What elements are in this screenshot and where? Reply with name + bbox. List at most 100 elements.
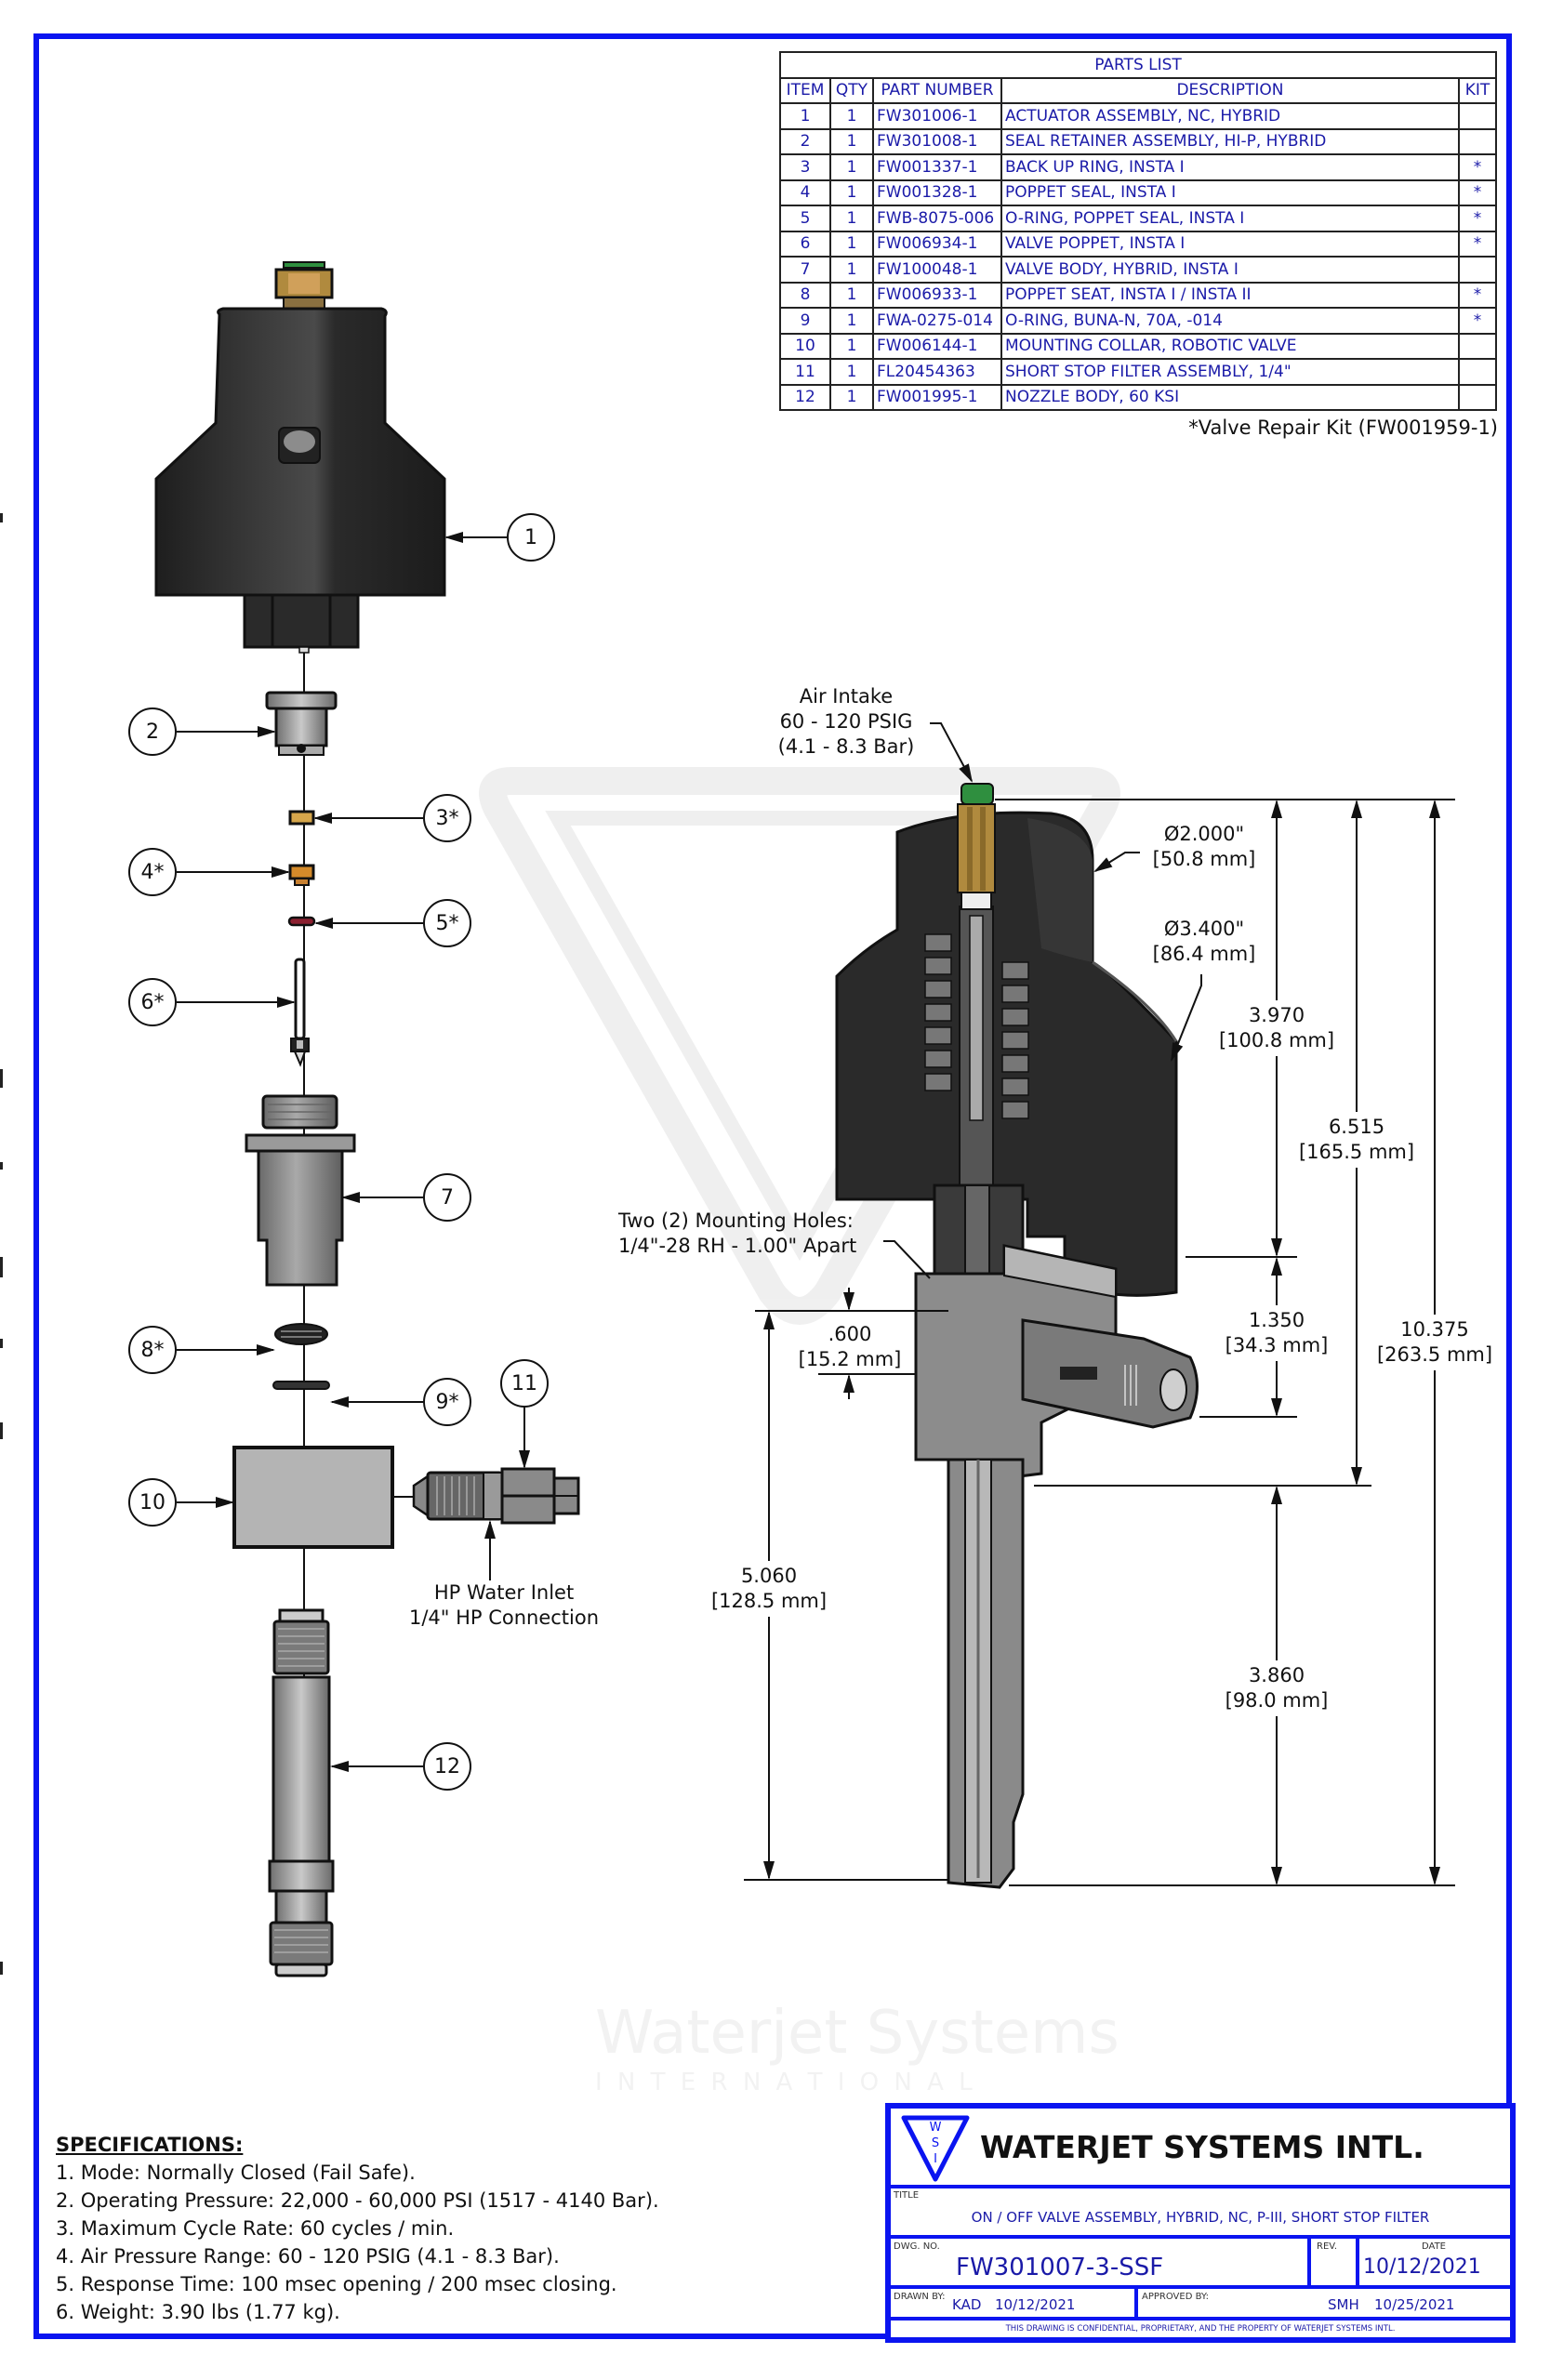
part-1-actuator	[154, 261, 446, 654]
dia-small-leader	[1093, 852, 1140, 873]
spec-item: 3. Maximum Cycle Rate: 60 cycles / min.	[56, 2217, 455, 2240]
air-intake-leader	[930, 722, 973, 783]
confidential-notice: THIS DRAWING IS CONFIDENTIAL, PROPRIETAR…	[1005, 2324, 1396, 2334]
cell-part-number: FW100048-1	[872, 256, 1002, 284]
cell-qty: 1	[829, 383, 874, 411]
cell-item: 4	[779, 178, 831, 206]
cell-part-number: FWB-8075-006	[872, 205, 1002, 232]
cell-kit	[1457, 256, 1498, 284]
spec-item: 2. Operating Pressure: 22,000 - 60,000 P…	[56, 2189, 659, 2212]
cell-qty: 1	[829, 230, 874, 258]
dwg-number: FW301007-3-SSF	[956, 2254, 1164, 2281]
cell-item: 11	[779, 358, 831, 386]
part-10-mounting-collar	[232, 1446, 394, 1549]
dim-600: .600[15.2 mm]	[798, 1323, 902, 1370]
sheet-edge-mark	[0, 1422, 3, 1439]
cell-qty: 1	[829, 205, 874, 232]
part-2-seal-retainer	[265, 691, 338, 756]
drawn-by: KAD	[952, 2296, 982, 2313]
cell-description: O-RING, BUNA-N, 70A, -014	[1000, 307, 1460, 335]
dwg-row: DWG. NO. FW301007-3-SSF REV. DATE 10/12/…	[891, 2239, 1510, 2289]
sheet-edge-mark	[0, 1069, 3, 1088]
sheet-edge-mark	[0, 513, 3, 522]
mounting-holes-callout: Two (2) Mounting Holes: 1/4"-28 RH - 1.0…	[618, 1210, 857, 1257]
cell-item: 6	[779, 230, 831, 258]
title-block: W S I WATERJET SYSTEMS INTL. TITLE ON / …	[885, 2103, 1516, 2343]
sheet-edge-mark	[0, 1339, 3, 1348]
cell-part-number: FW301006-1	[872, 102, 1002, 130]
cell-kit	[1457, 102, 1498, 130]
watermark-subtext: I N T E R N A T I O N A L	[595, 2069, 976, 2096]
cell-part-number: FW006144-1	[872, 332, 1002, 360]
col-kit: KIT	[1457, 76, 1498, 104]
col-qty: QTY	[829, 76, 874, 104]
cell-kit	[1457, 127, 1498, 155]
balloon-3: 3*	[423, 794, 471, 842]
specifications: SPECIFICATIONS: 1. Mode: Normally Closed…	[56, 2131, 855, 2326]
spec-item: 1. Mode: Normally Closed (Fail Safe).	[56, 2162, 416, 2184]
spec-item: 5. Response Time: 100 msec opening / 200…	[56, 2273, 617, 2295]
cell-description: MOUNTING COLLAR, ROBOTIC VALVE	[1000, 332, 1460, 360]
cell-item: 7	[779, 256, 831, 284]
cell-description: SEAL RETAINER ASSEMBLY, HI-P, HYBRID	[1000, 127, 1460, 155]
dim-dia-large: Ø3.400"[86.4 mm]	[1152, 918, 1256, 965]
section-view-assembly	[835, 783, 1199, 1889]
cell-qty: 1	[829, 102, 874, 130]
part-7-valve-body	[245, 1094, 356, 1287]
dim-3970: 3.970[100.8 mm]	[1218, 1004, 1335, 1051]
cell-qty: 1	[829, 358, 874, 386]
balloon-10: 10	[128, 1478, 177, 1527]
cell-part-number: FW301008-1	[872, 127, 1002, 155]
cell-kit: *	[1457, 281, 1498, 309]
part-8-poppet-seat	[274, 1323, 328, 1345]
mounting-holes-leader	[883, 1240, 931, 1279]
company-logo	[901, 2115, 970, 2182]
watermark-text: Waterjet Systems	[595, 1999, 1119, 2068]
company-name: WATERJET SYSTEMS INTL.	[980, 2129, 1424, 2165]
dia-large-leader	[1171, 974, 1202, 1062]
balloon-5: 5*	[423, 899, 471, 947]
cell-qty: 1	[829, 127, 874, 155]
cell-kit	[1457, 383, 1498, 411]
cell-kit: *	[1457, 178, 1498, 206]
title-label: TITLE	[894, 2190, 920, 2201]
cell-qty: 1	[829, 178, 874, 206]
cell-description: NOZZLE BODY, 60 KSI	[1000, 383, 1460, 411]
leader-lines	[177, 532, 530, 1772]
cell-part-number: FW006933-1	[872, 281, 1002, 309]
cell-item: 8	[779, 281, 831, 309]
sheet-edge-mark	[0, 1962, 3, 1975]
cell-part-number: FW006934-1	[872, 230, 1002, 258]
dimension-lines	[744, 799, 1455, 1886]
balloon-6: 6*	[128, 978, 177, 1026]
part-9-oring	[272, 1381, 330, 1390]
cell-part-number: FL20454363	[872, 358, 1002, 386]
part-5-oring	[287, 916, 316, 927]
cell-description: O-RING, POPPET SEAL, INSTA I	[1000, 205, 1460, 232]
sheet-edge-mark	[0, 1257, 3, 1277]
specifications-heading: SPECIFICATIONS:	[56, 2134, 244, 2156]
title-block-header: W S I WATERJET SYSTEMS INTL.	[891, 2109, 1510, 2188]
sheet-edge-mark	[0, 1162, 3, 1170]
cell-qty: 1	[829, 307, 874, 335]
cell-qty: 1	[829, 281, 874, 309]
part-3-backup-ring	[288, 810, 315, 826]
balloon-9: 9*	[423, 1378, 471, 1426]
divider	[1134, 2289, 1138, 2317]
cell-item: 10	[779, 332, 831, 360]
cell-description: BACK UP RING, INSTA I	[1000, 153, 1460, 181]
dim-5060: 5.060[128.5 mm]	[710, 1565, 828, 1612]
dwg-no-label: DWG. NO.	[894, 2241, 940, 2252]
balloon-2: 2	[128, 707, 177, 756]
cell-kit: *	[1457, 153, 1498, 181]
date-label: DATE	[1421, 2241, 1446, 2252]
approved-by: SMH	[1328, 2296, 1359, 2313]
